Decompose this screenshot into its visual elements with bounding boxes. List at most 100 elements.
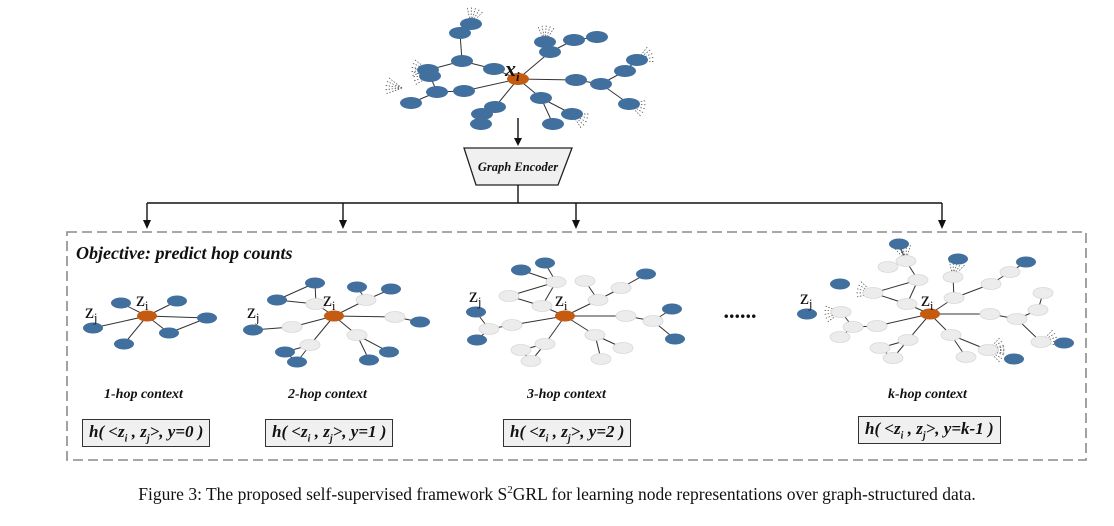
zj-label: zj [469,285,482,309]
context-node [471,108,493,120]
formula-text: , z [310,422,330,441]
zj-text: z [800,287,809,309]
intermediate-node [907,274,929,286]
fanout-edge [952,263,966,278]
intermediate-node [501,319,523,331]
intermediate-node [642,315,664,327]
context-node [410,316,430,328]
formula-text: h( <z [510,422,546,441]
ellipsis: ...... [724,298,757,323]
fanout-edge [628,103,642,118]
context-node [451,55,473,67]
zi-text: z [921,289,930,311]
context-node [542,118,564,130]
center-node [555,310,575,322]
formula-text: h( <z [272,422,308,441]
intermediate-node [299,339,321,351]
objective-formula-khop: h( <zi , zj>, y=k-1 ) [858,416,1001,445]
context-node [453,85,475,97]
context-node [530,92,552,104]
formula-sub: j [922,430,926,442]
intermediate-node [897,334,919,346]
center-node [324,310,344,322]
intermediate-node [574,275,596,287]
context-node [563,34,585,46]
formula-text: >, y=2 ) [570,422,625,441]
context-node [275,346,295,358]
context-node [419,70,441,82]
context-node [662,303,682,315]
zj-label: zj [800,287,813,311]
intermediate-node [940,329,962,341]
context-node [948,253,968,265]
zi-label: zi [921,289,934,313]
intermediate-node [942,271,964,283]
panel-arrows [143,203,946,229]
intermediate-node [478,323,500,335]
formula-text: , z [903,419,923,438]
graph [466,257,685,367]
figure-caption: Figure 3: The proposed self-supervised f… [0,484,1114,505]
formula-sub: i [124,433,128,445]
graph [83,295,217,350]
intermediate-node [346,329,368,341]
context-node [111,297,131,309]
formula-sub: i [307,433,311,445]
intermediate-node [305,298,327,310]
context-node [114,338,134,350]
intermediate-node [498,290,520,302]
intermediate-node [384,311,406,323]
fanout-edge [384,84,403,89]
context-node [267,294,287,306]
graph-edge [146,315,208,319]
center-node [920,308,940,320]
zj-text: z [247,301,256,323]
context-node [626,54,648,66]
center-node-label: xi [504,56,520,84]
context-node [1054,337,1074,349]
intermediate-node [862,287,884,299]
context-node [466,306,486,318]
formula-sub: j [146,433,150,445]
formula-text: >, y=0 ) [149,422,204,441]
intermediate-node [1032,287,1054,299]
context-node [483,63,505,75]
context-node [347,281,367,293]
formula-text: , z [548,422,568,441]
intermediate-node [520,355,542,367]
intermediate-node [534,338,556,350]
zj-label: zj [247,301,260,325]
intermediate-node [829,331,851,343]
context-node [565,74,587,86]
intermediate-node [610,282,632,294]
input-graph [384,5,655,130]
formula-sub: j [567,433,571,445]
context-node [359,354,379,366]
context-node [586,31,608,43]
fanout-edge [384,87,403,90]
context-node [467,334,487,346]
fanout-edge [384,87,403,95]
caption-text: GRL for learning node representations ov… [512,484,976,504]
intermediate-node [943,292,965,304]
formula-sub: i [545,433,549,445]
context-label-3hop: 3-hop context [527,387,606,402]
arrow-head [572,220,580,229]
context-node [1016,256,1036,268]
context-node [379,346,399,358]
zi-label: zi [136,289,149,313]
formula-sub: i [900,430,904,442]
context-node [636,268,656,280]
fanout-edge [987,336,1001,351]
context-node [159,327,179,339]
context-label-2hop: 2-hop context [288,387,367,402]
graph [384,5,655,130]
context-node [535,257,555,269]
formula-text: , z [127,422,147,441]
context-node [426,86,448,98]
context-node [534,36,556,48]
intermediate-node [584,329,606,341]
context-node [618,98,640,110]
